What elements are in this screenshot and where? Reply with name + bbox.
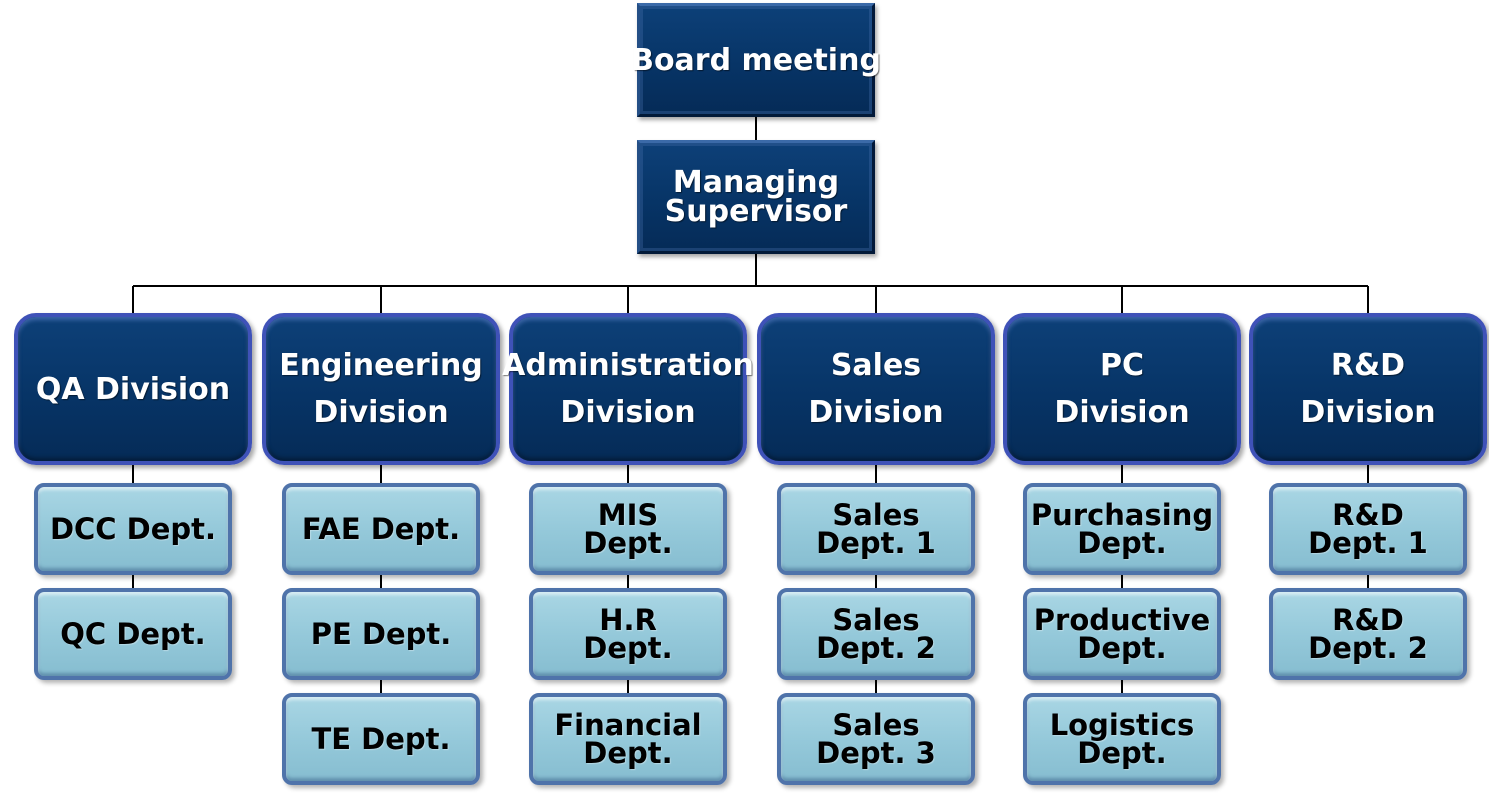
sales-dept-box-label-line: Sales <box>832 603 920 637</box>
qa-dept-box: DCC Dept. <box>34 483 232 575</box>
administration-division-box-label-line: Administration <box>502 348 754 383</box>
pc-dept-box-label-line: Dept. <box>1077 736 1167 770</box>
administration-dept-box-label-line: Dept. <box>583 736 673 770</box>
pc-dept-box-label-line: Dept. <box>1077 526 1167 560</box>
board-meeting-box-label-line: Board meeting <box>631 42 881 78</box>
rd-dept-box-label-line: Dept. 1 <box>1308 526 1428 560</box>
rd-dept-box-label-line: Dept. 2 <box>1308 631 1428 665</box>
engineering-dept-box: TE Dept. <box>282 693 480 785</box>
sales-division-box-label-line: Division <box>808 395 944 430</box>
administration-dept-box-label-line: Dept. <box>583 631 673 665</box>
engineering-dept-box-label-line: PE Dept. <box>310 617 452 651</box>
qa-division-box-label-line: QA Division <box>35 371 231 407</box>
sales-dept-box-label-line: Dept. 2 <box>816 631 936 665</box>
qa-dept-box: QC Dept. <box>34 588 232 680</box>
administration-dept-box-label-line: H.R <box>599 603 657 637</box>
pc-division-box-label-line: PC <box>1099 348 1144 383</box>
rd-division-box-label-line: R&D <box>1330 348 1406 383</box>
managing-supervisor-box-label-line: Supervisor <box>664 194 848 229</box>
pc-dept-box-label-line: Dept. <box>1077 631 1167 665</box>
pc-dept-box-label-line: Logistics <box>1049 708 1195 742</box>
rd-dept-box-label-line: R&D <box>1332 603 1404 637</box>
qa-dept-box-label-line: DCC Dept. <box>49 512 217 546</box>
pc-division-box: PC Division <box>1003 313 1241 465</box>
rd-division-box: R&D Division <box>1249 313 1487 465</box>
administration-dept-box-label-line: Dept. <box>583 526 673 560</box>
engineering-dept-box: FAE Dept. <box>282 483 480 575</box>
engineering-dept-box-label-line: TE Dept. <box>311 722 451 756</box>
board-meeting-box: Board meeting <box>631 3 881 117</box>
administration-dept-box-label-line: MIS <box>597 498 659 532</box>
pc-dept-box-label-line: Productive <box>1033 603 1211 637</box>
engineering-dept-box-label-line: FAE Dept. <box>301 512 461 546</box>
sales-dept-box-label-line: Dept. 3 <box>816 736 936 770</box>
pc-division-box-label-line: Division <box>1054 395 1190 430</box>
engineering-division-box-label-line: Division <box>313 395 449 430</box>
sales-dept-box-label-line: Sales <box>832 708 920 742</box>
engineering-dept-box: PE Dept. <box>282 588 480 680</box>
qa-division-box: QA Division <box>14 313 252 465</box>
sales-dept-box-label-line: Dept. 1 <box>816 526 936 560</box>
rd-dept-box-label-line: R&D <box>1332 498 1404 532</box>
administration-division-box-label-line: Division <box>560 395 696 430</box>
managing-supervisor-box-label-line: Managing <box>672 165 840 200</box>
engineering-division-box-label-line: Engineering <box>279 348 483 383</box>
pc-dept-box-label-line: Purchasing <box>1030 498 1214 532</box>
sales-division-box-label-line: Sales <box>830 348 922 383</box>
qa-dept-box-label-line: QC Dept. <box>60 617 206 651</box>
rd-division-box-label-line: Division <box>1300 395 1436 430</box>
administration-dept-box-label-line: Financial <box>554 708 702 742</box>
sales-dept-box-label-line: Sales <box>832 498 920 532</box>
